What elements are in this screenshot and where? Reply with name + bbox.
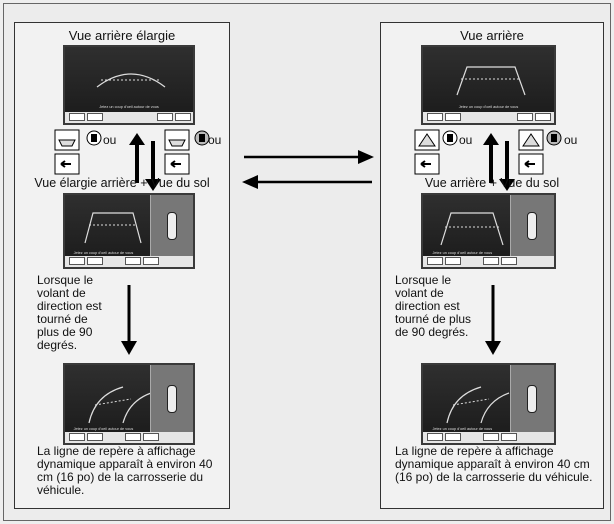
view-button[interactable] [87,113,103,121]
view-button[interactable] [143,433,159,441]
view-button[interactable] [501,257,517,265]
view-button[interactable] [445,433,461,441]
screen-message: Jetez un coup d'oeil autour de vous [99,105,159,109]
right-turn-text: Lorsque le volant de direction est tourn… [395,273,472,339]
ground-top-view [509,195,554,256]
right-panel: Vue arrière Jetez un coup d'oeil autour … [380,22,604,509]
or-label: ou [208,133,222,147]
left-screen-wide-rear: Jetez un coup d'oeil autour de vous [63,45,195,125]
ground-top-view [149,195,193,256]
view-button[interactable] [483,433,499,441]
view-button[interactable] [69,113,85,121]
view-button[interactable] [87,257,103,265]
left-panel: Vue arrière élargie Jetez un coup d'oeil… [14,22,230,509]
view-button[interactable] [125,257,141,265]
car-icon [527,211,538,240]
ground-top-view [149,365,193,432]
camera-button-bar [65,432,193,443]
screen-message: Jetez un coup d'oeil autour de vous [432,427,493,431]
right-screen-rear: Jetez un coup d'oeil autour de vous [421,45,556,125]
view-button[interactable] [483,257,499,265]
view-button[interactable] [517,113,533,121]
toggle-view-arrows [483,133,515,191]
left-screen-dynamic: Jetez un coup d'oeil autour de vous [63,363,195,445]
ground-top-view [509,365,554,432]
right-dynamic-text: La ligne de repère à affichage dynamique… [395,444,593,484]
toggle-view-arrows [129,133,161,191]
view-button[interactable] [125,433,141,441]
camera-button-bar [423,432,554,443]
left-screen-wide-ground: Jetez un coup d'oeil autour de vous [63,193,195,269]
view-button[interactable] [427,433,443,441]
or-label: ou [103,133,117,147]
or-label: ou [459,133,473,147]
screen-message: Jetez un coup d'oeil autour de vous [73,251,134,255]
camera-button-bar [423,112,554,123]
mode-switch-arrows [242,150,374,189]
view-button[interactable] [427,113,443,121]
view-button[interactable] [445,257,461,265]
view-button[interactable] [427,257,443,265]
right-screen-dynamic: Jetez un coup d'oeil autour de vous [421,363,556,445]
camera-button-icon [194,130,210,146]
ground-view-icon [164,129,190,175]
screen-message: Jetez un coup d'oeil autour de vous [458,105,519,109]
view-button[interactable] [445,113,461,121]
camera-button-bar [423,256,554,267]
car-icon [166,211,177,240]
down-arrow [485,285,501,355]
outer-frame: Vue arrière élargie Jetez un coup d'oeil… [3,3,611,521]
left-dynamic-text: La ligne de repère à affichage dynamique… [37,444,213,497]
right-screen-rear-ground: Jetez un coup d'oeil autour de vous [421,193,556,269]
down-arrow [121,285,137,355]
rear-view-icon [414,129,440,175]
left-turn-text: Lorsque le volant de direction est tourn… [37,273,102,352]
left-title: Vue arrière élargie [68,28,176,43]
camera-button-icon [442,130,458,146]
car-icon [527,384,538,413]
screen-message: Jetez un coup d'oeil autour de vous [432,251,493,255]
camera-button-bar [65,256,193,267]
view-button[interactable] [69,433,85,441]
or-label: ou [564,133,578,147]
car-icon [166,384,177,413]
right-mode2-title: Vue arrière + Vue du sol [424,176,560,190]
view-button[interactable] [535,113,551,121]
camera-button-bar [65,112,193,123]
wide-view-icon [54,129,80,175]
camera-button-icon [546,130,562,146]
view-button[interactable] [501,433,517,441]
right-title: Vue arrière [460,28,524,43]
view-button[interactable] [69,257,85,265]
camera-button-icon [86,130,102,146]
view-button[interactable] [175,113,191,121]
view-button[interactable] [157,113,173,121]
screen-message: Jetez un coup d'oeil autour de vous [73,427,134,431]
view-button[interactable] [87,433,103,441]
left-mode2-title: Vue élargie arrière + Vue du sol [34,176,210,190]
ground-view-icon [518,129,544,175]
view-button[interactable] [143,257,159,265]
